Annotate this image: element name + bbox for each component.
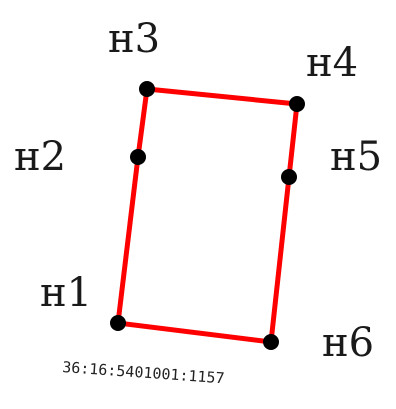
label-n5: н5 (330, 134, 382, 180)
vertex-n4 (289, 96, 305, 112)
vertex-n3 (139, 81, 155, 97)
vertex-n1 (110, 315, 126, 331)
cadastral-number: 36:16:5401001:1157 (62, 358, 225, 387)
label-n3: н3 (108, 16, 160, 62)
label-n4: н4 (306, 40, 358, 86)
vertex-n2 (130, 149, 146, 165)
label-n6: н6 (322, 320, 374, 366)
label-n1: н1 (40, 270, 92, 316)
vertex-n5 (281, 169, 297, 185)
plot-boundary (115, 86, 300, 345)
label-n2: н2 (14, 134, 66, 180)
vertex-n6 (263, 334, 279, 350)
